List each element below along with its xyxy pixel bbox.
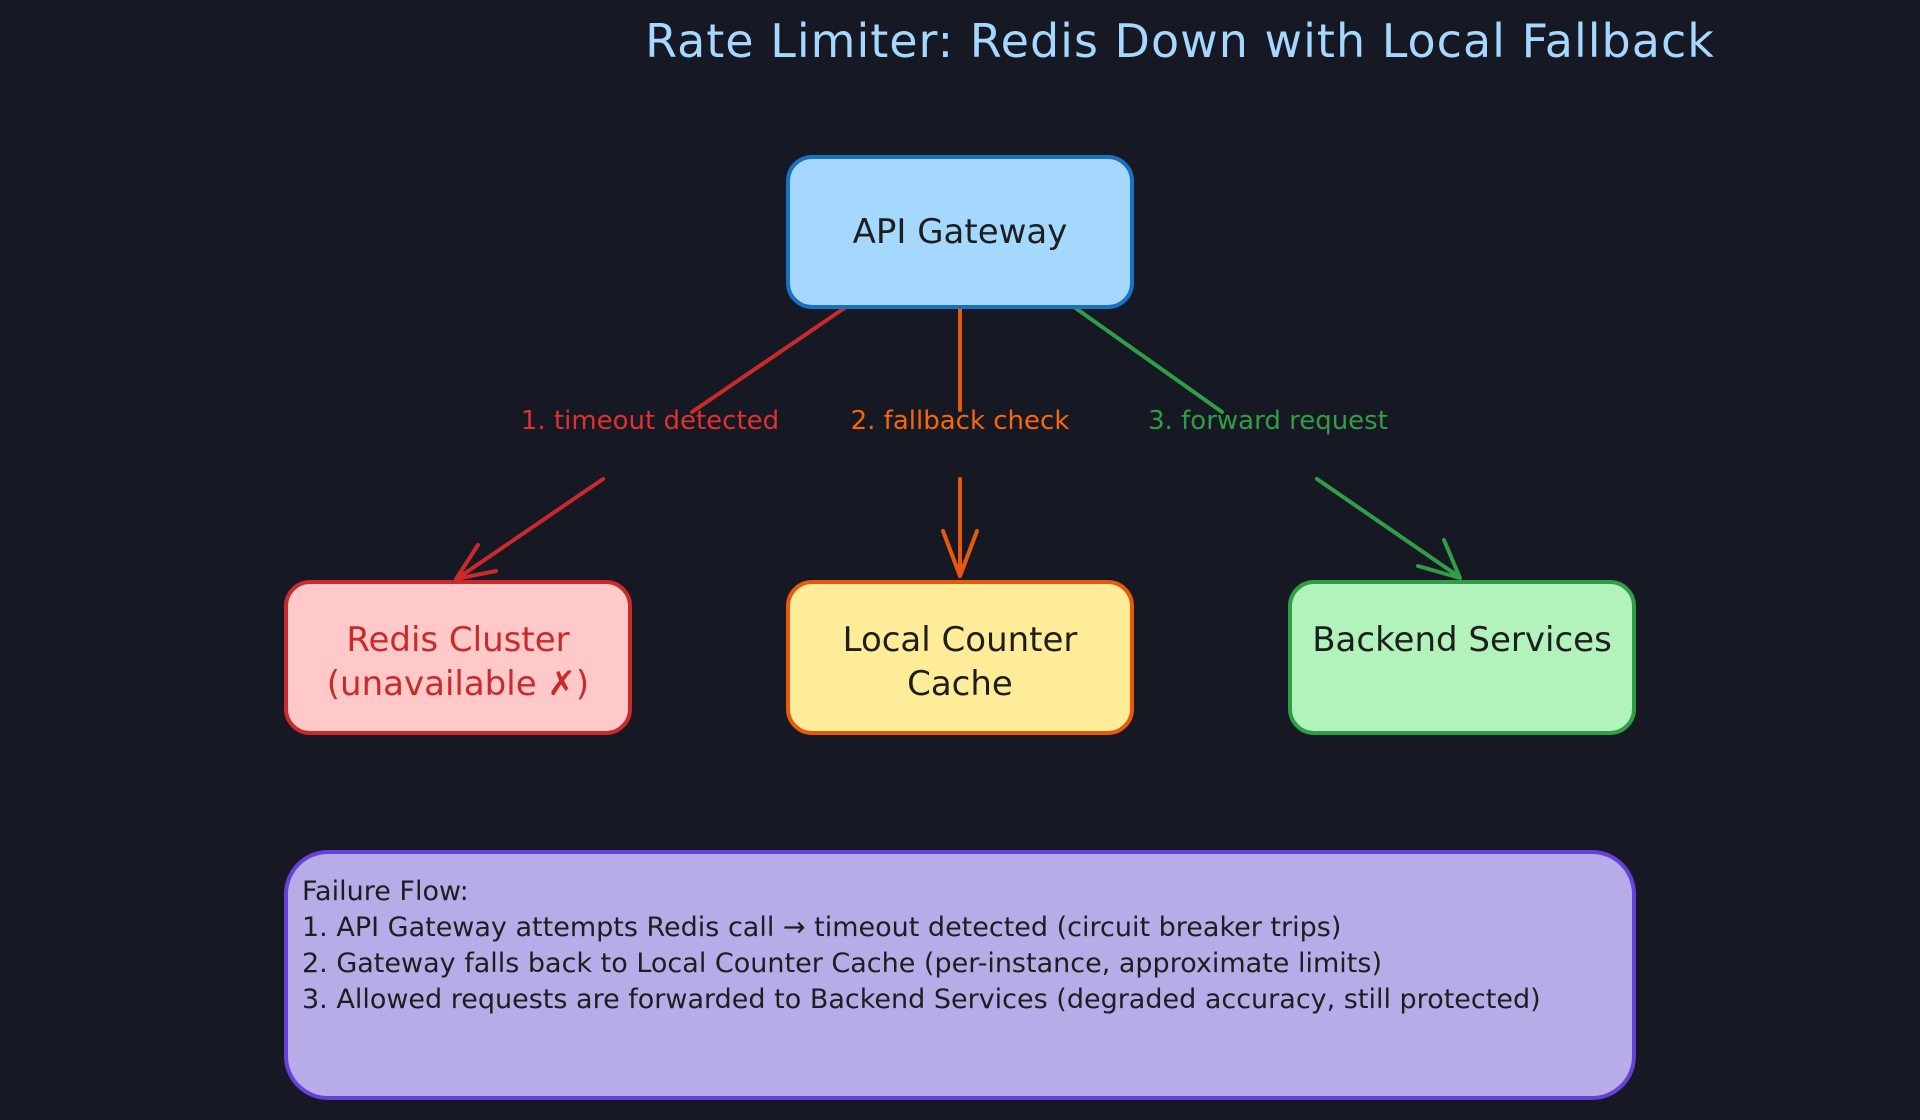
timeout-arrow-upper [690,305,848,414]
api-gateway-node[interactable]: API Gateway [786,155,1134,309]
timeout-arrowhead [454,543,498,581]
forward-edge-label: 3. forward request [1148,406,1388,436]
api-gateway-label: API Gateway [852,211,1068,252]
failure-flow-step-1: 1. API Gateway attempts Redis call → tim… [302,912,1342,943]
redis-cluster-node[interactable]: Redis Cluster (unavailable ✗) [284,580,632,735]
failure-flow-heading: Failure Flow: [302,876,469,907]
timeout-edge-label: 1. timeout detected [520,406,780,436]
forward-arrow-upper [1072,305,1224,414]
forward-arrowhead [1416,538,1462,580]
backend-services-label: Backend Services [1312,620,1612,660]
local-counter-cache-node[interactable]: Local Counter Cache [786,580,1134,735]
fallback-edge-label: 2. fallback check [850,406,1070,436]
failure-flow-step-2: 2. Gateway falls back to Local Counter C… [302,948,1382,979]
fallback-arrowhead [941,529,979,578]
local-counter-cache-label: Local Counter Cache [842,620,1078,705]
redis-cluster-label: Redis Cluster (unavailable ✗) [326,620,590,705]
backend-services-node[interactable]: Backend Services [1288,580,1636,735]
forward-arrow-lower [1315,477,1460,578]
failure-flow-step-3: 3. Allowed requests are forwarded to Bac… [302,984,1541,1015]
failure-flow-note[interactable]: Failure Flow: 1. API Gateway attempts Re… [284,850,1636,1100]
diagram-title: Rate Limiter: Redis Down with Local Fall… [645,14,1715,68]
timeout-arrow-lower [456,477,605,580]
